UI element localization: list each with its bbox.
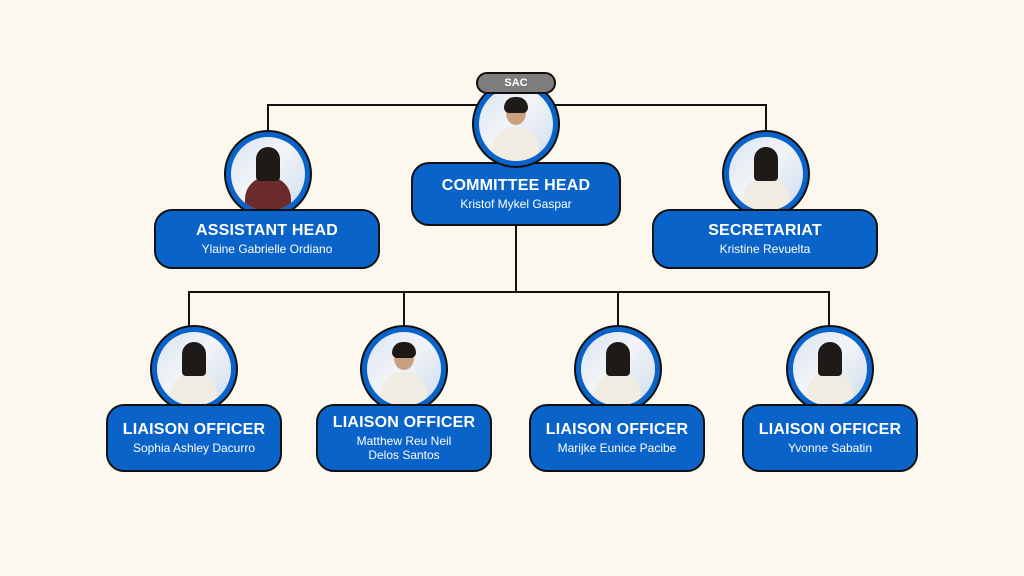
- secretariat-card: SECRETARIAT Kristine Revuelta: [652, 209, 878, 269]
- liaison-officer-3-name: Marijke Eunice Pacibe: [557, 441, 677, 455]
- liaison-officer-2-name: Matthew Reu Neil: [356, 434, 452, 448]
- secretariat-name: Kristine Revuelta: [719, 242, 811, 256]
- liaison-officer-2-role: LIAISON OFFICER: [332, 414, 476, 431]
- liaison-officer-3-card: LIAISON OFFICER Marijke Eunice Pacibe: [529, 404, 705, 472]
- committee-head-photo: [472, 80, 560, 168]
- liaison-officer-1-role: LIAISON OFFICER: [122, 421, 266, 438]
- assistant-head-name: Ylaine Gabrielle Ordiano: [201, 242, 333, 256]
- assistant-head-photo: [224, 130, 312, 218]
- liaison-officer-1-name: Sophia Ashley Dacurro: [132, 441, 256, 455]
- sac-badge: SAC: [476, 72, 556, 94]
- liaison-officer-2-photo: [360, 325, 448, 413]
- assistant-head-card: ASSISTANT HEAD Ylaine Gabrielle Ordiano: [154, 209, 380, 269]
- liaison-officer-1-card: LIAISON OFFICER Sophia Ashley Dacurro: [106, 404, 282, 472]
- liaison-officer-3-photo: [574, 325, 662, 413]
- liaison-officer-4-name: Yvonne Sabatin: [787, 441, 873, 455]
- committee-head-role: COMMITTEE HEAD: [441, 177, 591, 194]
- liaison-officer-4-role: LIAISON OFFICER: [758, 421, 902, 438]
- liaison-officer-3-role: LIAISON OFFICER: [545, 421, 689, 438]
- liaison-officer-4-card: LIAISON OFFICER Yvonne Sabatin: [742, 404, 918, 472]
- secretariat-photo: [722, 130, 810, 218]
- liaison-officer-2-card: LIAISON OFFICER Matthew Reu Neil Delos S…: [316, 404, 492, 472]
- committee-head-name: Kristof Mykel Gaspar: [460, 197, 572, 211]
- committee-head-card: COMMITTEE HEAD Kristof Mykel Gaspar: [411, 162, 621, 226]
- liaison-officer-2-name-line2: Delos Santos: [368, 448, 440, 462]
- liaison-officer-4-photo: [786, 325, 874, 413]
- secretariat-role: SECRETARIAT: [708, 222, 822, 239]
- assistant-head-role: ASSISTANT HEAD: [195, 222, 339, 239]
- liaison-officer-1-photo: [150, 325, 238, 413]
